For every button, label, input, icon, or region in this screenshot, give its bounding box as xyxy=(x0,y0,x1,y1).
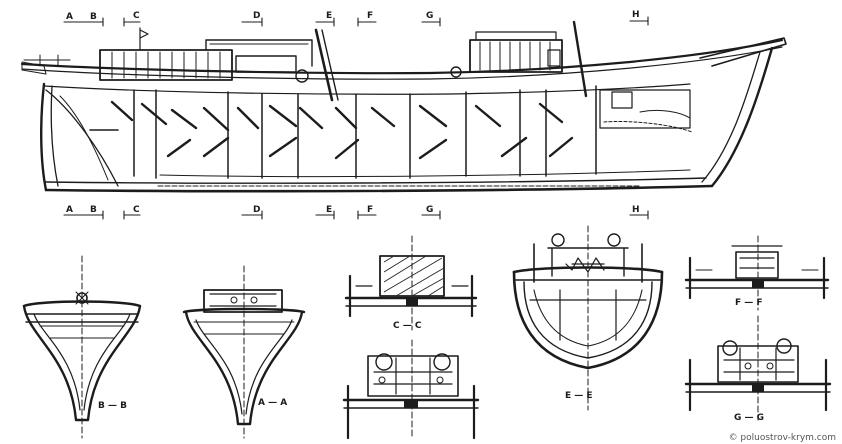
top-mark-d: D xyxy=(253,11,260,21)
section-d xyxy=(342,339,480,440)
label-a-a: A — A xyxy=(258,398,287,408)
bottom-mark-g: G xyxy=(426,205,433,215)
section-a-a: A — A xyxy=(182,265,306,439)
top-mark-g: G xyxy=(426,11,433,21)
top-mark-e: E xyxy=(326,11,332,21)
label-f-f: F — F xyxy=(735,298,763,308)
section-c-c: C — C xyxy=(344,235,478,331)
bottom-mark-d: D xyxy=(253,205,260,215)
bottom-mark-a: A xyxy=(66,205,73,215)
section-e-e: E — E xyxy=(512,225,664,411)
section-f-f: F — F xyxy=(684,235,830,311)
label-c-c: C — C xyxy=(393,321,422,331)
bottom-mark-e: E xyxy=(326,205,332,215)
bottom-mark-h: H xyxy=(632,205,640,215)
section-b-b: B — B xyxy=(22,255,142,439)
top-mark-h: H xyxy=(632,10,640,20)
label-b-b: B — B xyxy=(98,401,127,411)
top-mark-f: F xyxy=(367,11,373,21)
bottom-mark-c: C xyxy=(133,205,140,215)
longitudinal-section xyxy=(20,20,787,193)
top-section-markers: A B C D E F G H xyxy=(63,10,649,27)
top-mark-c: C xyxy=(133,11,140,21)
watermark: © poluostrov-krym.com xyxy=(729,433,836,443)
bottom-section-markers: A B C D E F G H xyxy=(63,205,649,220)
bottom-mark-b: B xyxy=(90,205,97,215)
section-g-g: G — G xyxy=(684,315,832,423)
label-e-e: E — E xyxy=(565,391,593,401)
top-mark-b: B xyxy=(90,12,97,22)
top-mark-a: A xyxy=(66,12,73,22)
bottom-mark-f: F xyxy=(367,205,373,215)
label-g-g: G — G xyxy=(734,413,764,423)
